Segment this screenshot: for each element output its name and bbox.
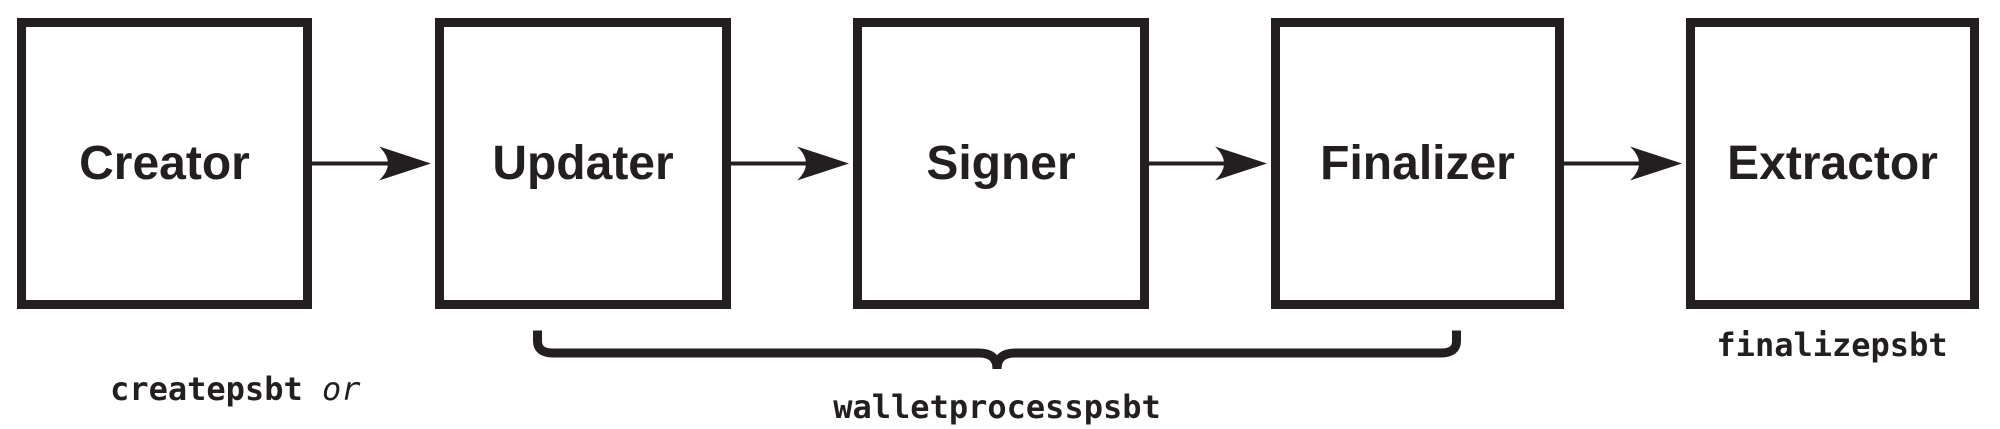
arrow-signer-to-finalizer [1149, 146, 1267, 181]
wallet-brace [533, 330, 1461, 370]
walletprocesspsbt-caption: walletprocesspsbt [833, 388, 1161, 426]
stage-label-finalizer: Finalizer [1320, 137, 1515, 190]
stage-box-updater: Updater [435, 18, 731, 309]
caption-space [303, 370, 322, 408]
stage-label-updater: Updater [492, 137, 674, 190]
arrowhead-icon [1215, 146, 1267, 181]
stage-box-extractor: Extractor [1686, 18, 1979, 309]
arrow-updater-to-signer [731, 146, 849, 181]
arrowhead-icon [1630, 146, 1682, 181]
arrowhead-icon [797, 146, 849, 181]
stage-label-creator: Creator [79, 137, 250, 190]
arrowhead-icon [379, 146, 431, 181]
stage-label-extractor: Extractor [1727, 137, 1938, 190]
arrow-creator-to-updater [312, 146, 431, 181]
conjunction-or: or [321, 370, 361, 408]
creator-commands-caption: createpsbt or converttopsbt [33, 326, 361, 429]
stage-label-signer: Signer [926, 137, 1076, 190]
finalizepsbt-caption: finalizepsbt [1716, 326, 1948, 364]
command-createpsbt: createpsbt [110, 370, 303, 408]
stage-box-creator: Creator [17, 18, 312, 309]
stage-box-signer: Signer [853, 18, 1149, 309]
stage-box-finalizer: Finalizer [1271, 18, 1564, 309]
arrow-finalizer-to-extractor [1564, 146, 1682, 181]
